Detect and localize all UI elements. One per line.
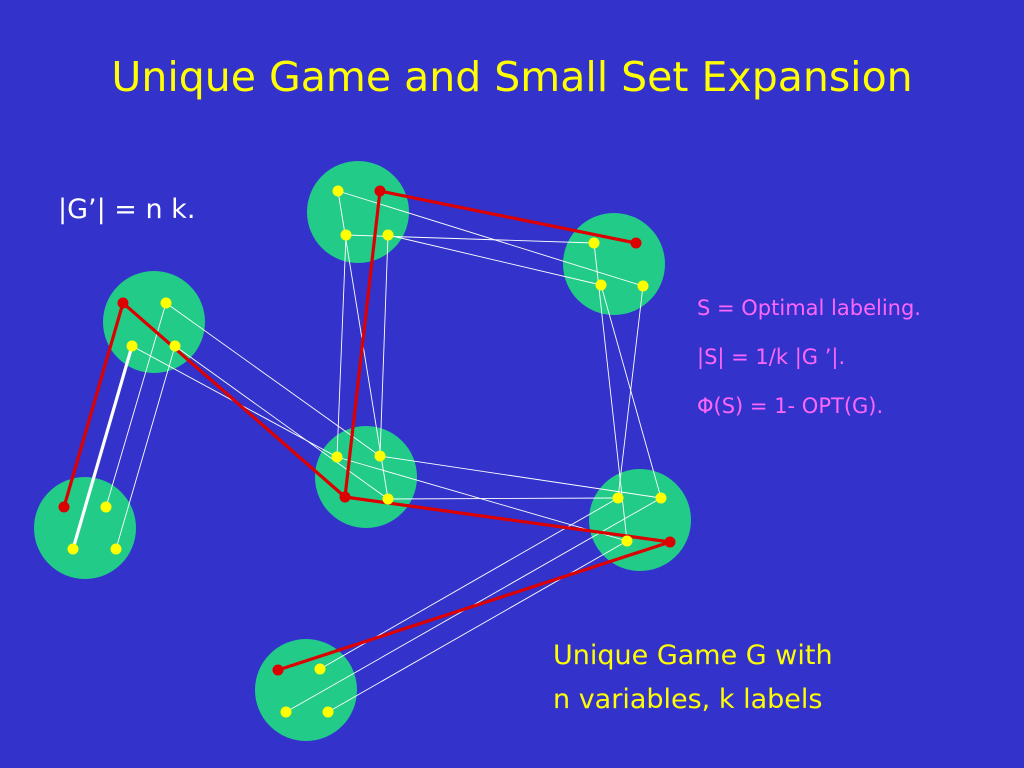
cloud-top-right — [563, 213, 665, 315]
slide-title: Unique Game and Small Set Expansion — [111, 53, 913, 101]
cloud-bottom-left — [34, 477, 136, 579]
vertex — [322, 706, 334, 718]
edge — [379, 234, 389, 457]
labeling-vertices — [58, 185, 676, 676]
edge — [105, 302, 167, 508]
edge — [337, 190, 644, 287]
vertex — [280, 706, 292, 718]
cloud-bottom — [255, 639, 357, 741]
vertex — [655, 492, 667, 504]
vertex — [331, 451, 343, 463]
vertex — [637, 280, 649, 292]
graph-size-formula: |G’| = n k. — [58, 194, 196, 225]
vertex — [169, 340, 181, 352]
edge — [327, 540, 628, 713]
labeled-vertex — [272, 664, 284, 676]
vertex — [126, 340, 138, 352]
edge — [115, 345, 176, 550]
edge — [336, 234, 347, 458]
vertex — [382, 493, 394, 505]
cloud-center — [315, 426, 417, 528]
label-vertices — [67, 185, 667, 718]
labeled-vertex — [630, 237, 642, 249]
edge — [379, 455, 662, 499]
edge — [165, 302, 381, 457]
vertex — [100, 501, 112, 513]
vertex — [67, 543, 79, 555]
vertex — [110, 543, 122, 555]
note-expansion: Φ(S) = 1- OPT(G). — [697, 394, 884, 418]
vertex — [588, 237, 600, 249]
vertex — [621, 535, 633, 547]
vertex — [340, 229, 352, 241]
cloud-right — [589, 469, 691, 571]
vertex — [382, 229, 394, 241]
vertex — [374, 450, 386, 462]
edge — [593, 242, 628, 542]
note-set-size: |S| = 1/k |G ’|. — [697, 345, 846, 369]
edge — [387, 497, 619, 500]
edge — [617, 285, 644, 499]
labeled-vertex — [664, 536, 676, 548]
edge — [387, 234, 602, 286]
constraint-edges — [105, 190, 662, 713]
labeled-vertex — [58, 501, 70, 513]
labeled-vertex — [339, 491, 351, 503]
highlighted-edge — [71, 345, 134, 550]
vertex — [595, 279, 607, 291]
vertex — [314, 663, 326, 675]
labeled-vertex — [374, 185, 386, 197]
labeled-vertex — [117, 297, 129, 309]
caption-line-1: Unique Game G with — [553, 640, 833, 671]
side-notes: S = Optimal labeling. |S| = 1/k |G ’|. Φ… — [697, 290, 1023, 425]
edge — [174, 345, 389, 500]
vertex — [332, 185, 344, 197]
edge — [336, 456, 628, 542]
note-optimal-labeling: S = Optimal labeling. — [697, 296, 921, 320]
unique-game-caption: Unique Game G with n variables, k labels — [553, 634, 833, 722]
cloud-top — [307, 161, 409, 263]
vertex — [612, 492, 624, 504]
vertex — [160, 297, 172, 309]
caption-line-2: n variables, k labels — [553, 684, 823, 715]
